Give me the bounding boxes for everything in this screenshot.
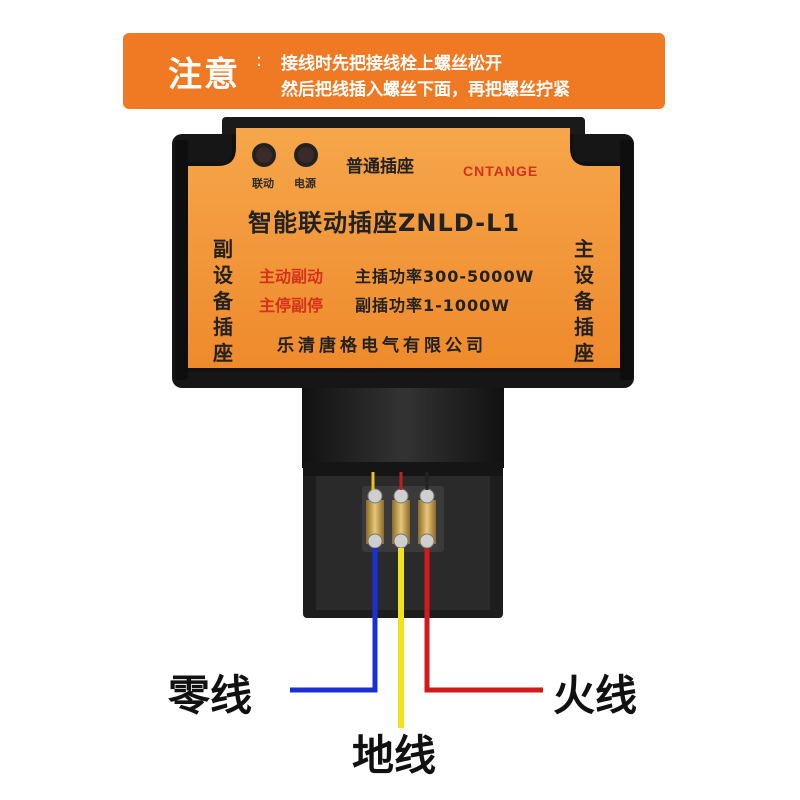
neutral-wire-label: 零线 xyxy=(168,671,253,720)
mode-1: 主动副动 xyxy=(259,267,324,286)
company-name: 乐清唐格电气有限公司 xyxy=(277,336,487,356)
notice-banner: 注意 : 接线时先把接线栓上螺丝松开 然后把线插入螺丝下面，再把螺丝拧紧 xyxy=(123,33,665,109)
spec-1: 主插功率300-5000W xyxy=(355,267,535,286)
notice-line-2: 然后把线插入螺丝下面，再把螺丝拧紧 xyxy=(281,80,570,100)
live-wire xyxy=(424,548,543,693)
right-side-label: 主设备插座 xyxy=(574,237,594,365)
brand-name: CNTANGE xyxy=(463,163,539,179)
normal-socket-label: 普通插座 xyxy=(346,157,414,177)
neutral-wire xyxy=(290,548,378,693)
live-wire-label: 火线 xyxy=(553,671,638,720)
notice-colon: : xyxy=(256,50,263,71)
notice-line-1: 接线时先把接线栓上螺丝松开 xyxy=(281,54,502,74)
led-linked-label: 联动 xyxy=(252,177,274,190)
notice-label: 注意 xyxy=(168,55,240,95)
device-title: 智能联动插座ZNLD-L1 xyxy=(248,209,521,237)
ground-wire-label: 地线 xyxy=(352,731,437,780)
led-power-label: 电源 xyxy=(294,177,316,190)
mode-2: 主停副停 xyxy=(259,296,324,315)
spec-2: 副插功率1-1000W xyxy=(355,296,510,315)
left-side-label: 副设备插座 xyxy=(213,237,233,365)
